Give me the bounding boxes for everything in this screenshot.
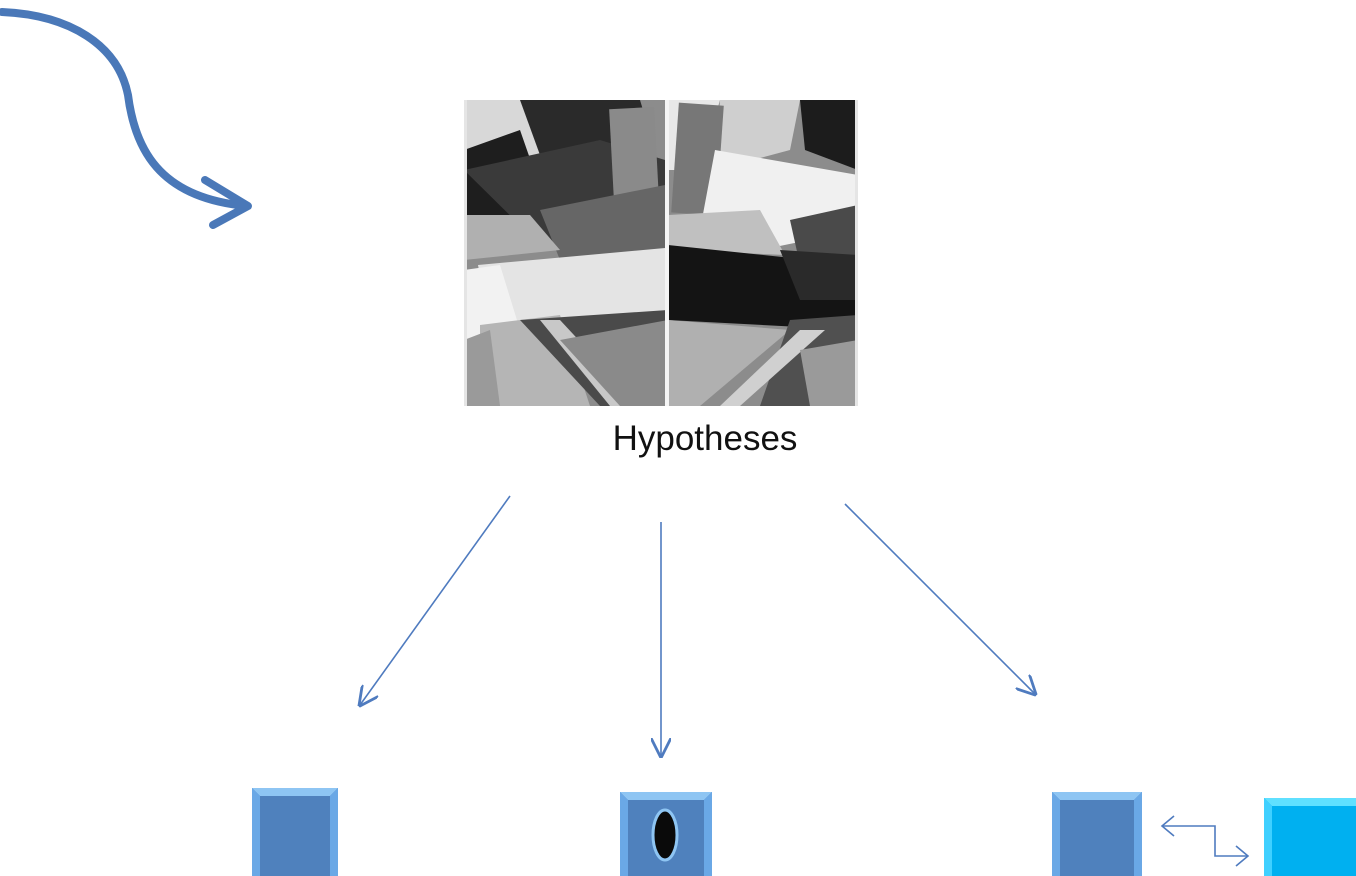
hypothesis-image <box>464 100 858 406</box>
hypothesis-box-1 <box>252 788 338 876</box>
hypothesis-box-2 <box>620 792 712 876</box>
hypotheses-label: Hypotheses <box>612 419 798 458</box>
ellipse-marker-icon <box>651 808 679 862</box>
elbow-double-arrow-icon <box>1160 815 1250 867</box>
hypothesis-box-3 <box>1052 792 1142 876</box>
arrow-left <box>360 495 511 705</box>
curved-arrow-icon <box>0 8 252 229</box>
arrow-right <box>844 503 1035 694</box>
cyan-box <box>1264 798 1356 876</box>
